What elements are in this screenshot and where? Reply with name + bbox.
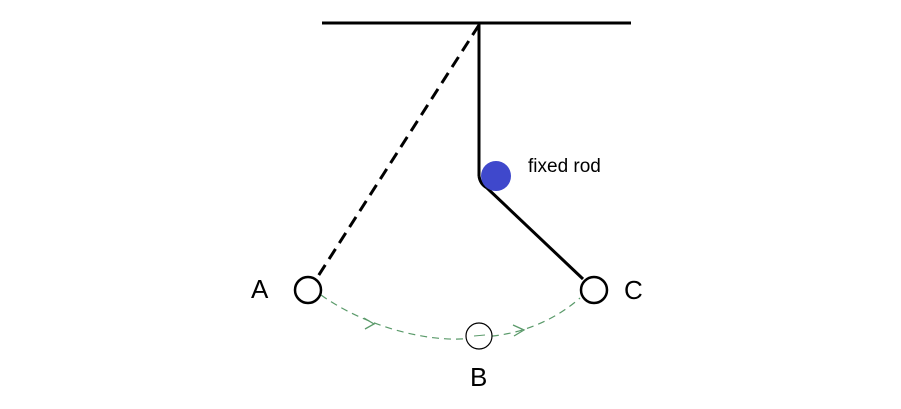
- string-to-a-dashed: [313, 24, 481, 282]
- string-to-c: [485, 186, 585, 281]
- label-a: A: [251, 274, 269, 304]
- bob-position-a: [293, 275, 323, 305]
- fixed-rod-peg: [481, 161, 511, 191]
- label-c: C: [624, 275, 643, 305]
- label-b: B: [470, 362, 487, 392]
- bob-b-path-mark: [473, 334, 486, 337]
- path-arrow-2: [512, 324, 526, 337]
- label-fixed-rod: fixed rod: [528, 156, 601, 177]
- string-bend: [477, 175, 488, 190]
- path-arrow-1: [363, 317, 376, 330]
- bob-position-c: [579, 275, 609, 305]
- swing-path: [320, 294, 581, 340]
